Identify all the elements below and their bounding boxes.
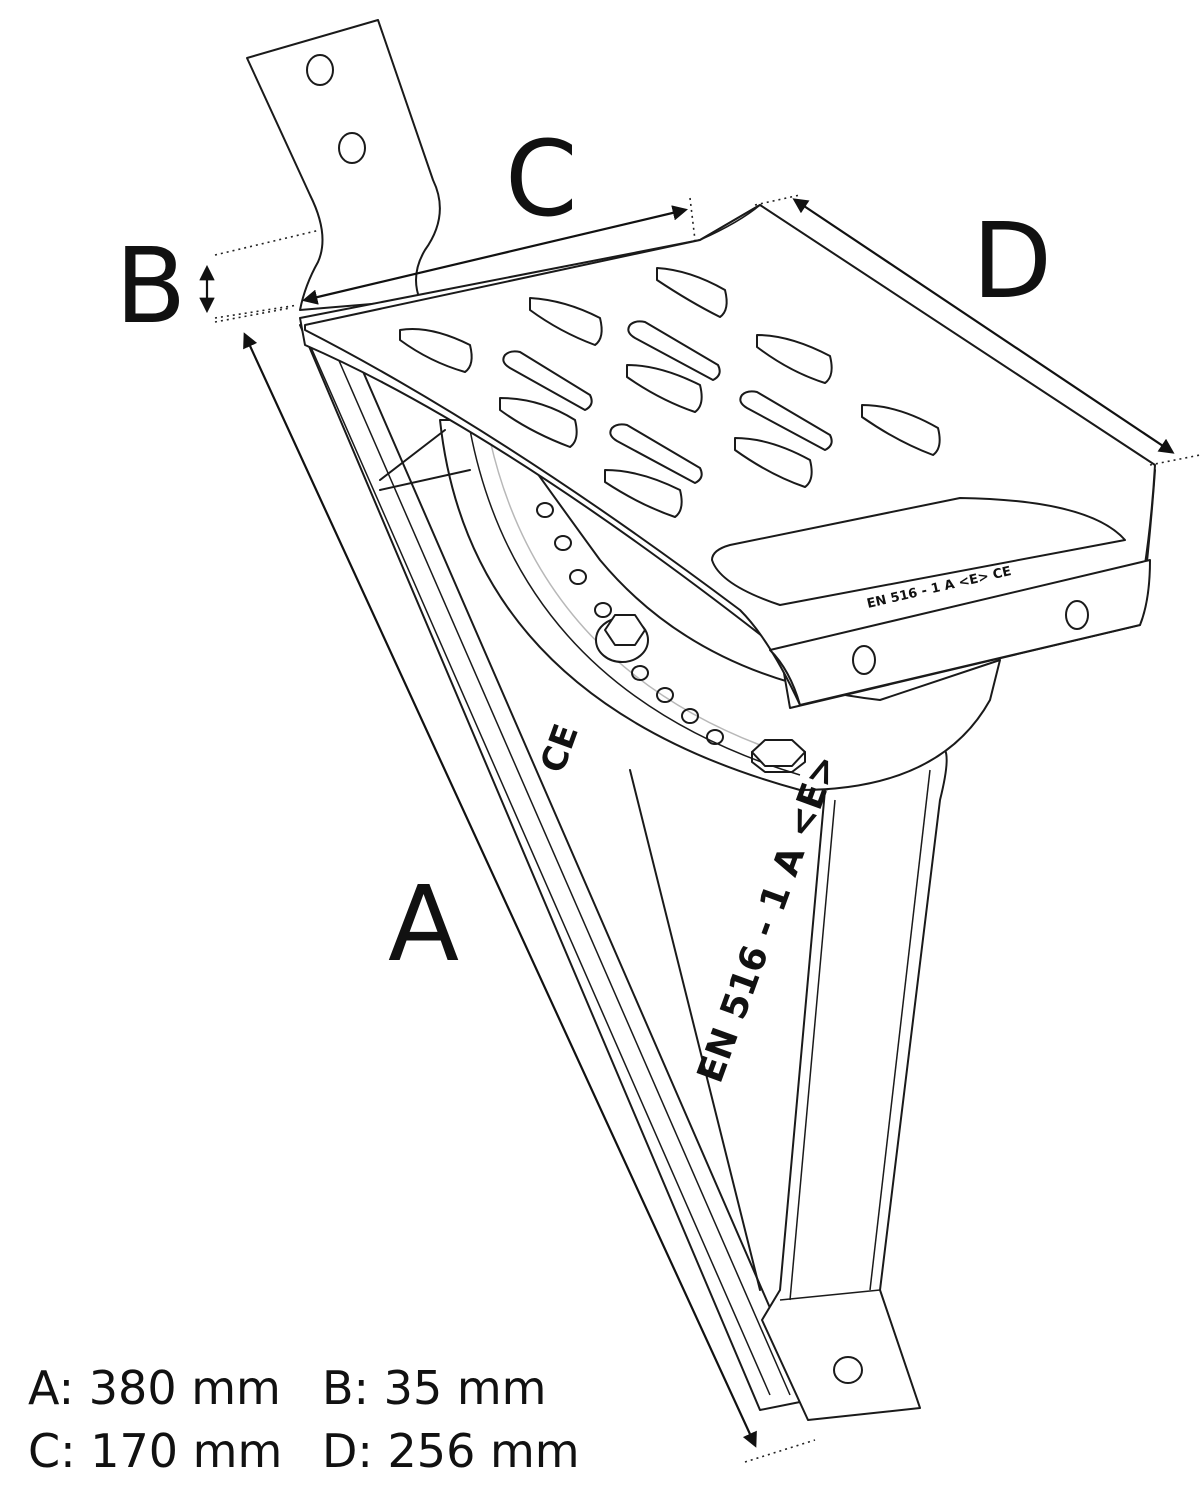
- dimension-b: B: [115, 225, 321, 347]
- upper-mounting-bracket: [246, 19, 441, 311]
- bracket-hole-upper: [306, 54, 334, 86]
- legend-a: A: 380 mm: [28, 1361, 281, 1415]
- tread-hole-right: [1065, 600, 1089, 630]
- legend-b: B: 35 mm: [322, 1361, 547, 1415]
- dimension-a: A: [214, 307, 816, 1463]
- dimension-label-d: D: [972, 200, 1052, 322]
- tread-hole-left: [852, 645, 876, 675]
- dimension-d: D: [754, 194, 1201, 466]
- dimension-label-a: A: [388, 863, 459, 985]
- legend-c: C: 170 mm: [28, 1424, 283, 1478]
- dimension-label-c: C: [505, 118, 578, 240]
- dimension-c: C: [302, 118, 696, 305]
- arm-bottom-hole: [833, 1356, 863, 1384]
- legend-d: D: 256 mm: [322, 1424, 580, 1478]
- dimension-label-b: B: [115, 225, 186, 347]
- bracket-hole-lower: [338, 132, 366, 164]
- strut-ce-mark: CE: [533, 719, 587, 778]
- vertical-support-arm: [761, 749, 948, 1421]
